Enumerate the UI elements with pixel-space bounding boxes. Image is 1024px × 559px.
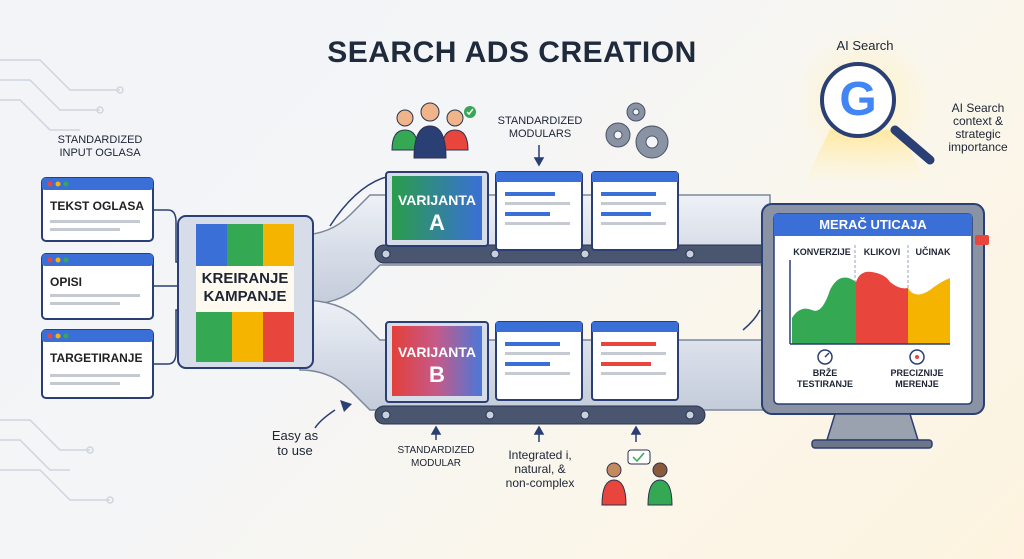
kreiranje-box: [177, 215, 314, 369]
google-g-icon: G: [839, 73, 877, 126]
module-cards-top: [495, 171, 679, 251]
easy-label: Easy as to use: [271, 428, 319, 458]
gears-icon: [605, 102, 669, 159]
variant-a-letter: A: [429, 210, 445, 235]
variant-b-card: [385, 321, 489, 403]
faster-testing-label: BRŽE TESTIRANJE: [796, 368, 853, 389]
input-card-3: [41, 329, 154, 399]
variant-a-word: VARIJANTA: [397, 192, 477, 208]
ai-search-title: AI Search: [836, 38, 894, 53]
monitor-title: MERAČ UTICAJA: [819, 217, 927, 232]
standardized-modulars-label: STANDARDIZED MODULARS: [497, 115, 583, 140]
variant-a-card: [385, 171, 489, 247]
precise-measuring-label: PRECIZNIJE MERENJE: [890, 368, 944, 389]
input-cards: [41, 177, 154, 399]
team-people-icon: [391, 102, 476, 159]
arrow-to-monitor: [742, 309, 761, 331]
input-card-2-label: OPISI: [50, 275, 83, 289]
variant-b-word: VARIJANTA: [397, 344, 477, 360]
monitor-col-1: KONVERZIJE: [793, 247, 851, 257]
ai-search-magnifier: [795, 30, 935, 180]
pointer-arrows: [430, 145, 642, 442]
input-card-3-label: TARGETIRANJE: [50, 351, 143, 365]
standardized-modular-label: STANDARDIZED MODULAR: [397, 445, 475, 469]
module-cards-bottom: [495, 321, 679, 401]
monitor-col-2: KLIKOVI: [863, 247, 901, 257]
integrated-label: Integrated i, natural, & non-complex: [505, 448, 575, 490]
input-card-2: [41, 253, 154, 320]
monitor-col-3: UČINAK: [915, 247, 951, 257]
circuit-decoration-left: [0, 59, 124, 504]
impact-monitor: [761, 203, 989, 449]
input-heading: STANDARDIZED INPUT OGLASA: [57, 134, 143, 159]
page-title: SEARCH ADS CREATION: [327, 36, 697, 69]
input-card-1-label: TEKST OGLASA: [50, 199, 145, 213]
variant-b-letter: B: [429, 362, 445, 387]
collaborating-people-icon: [601, 449, 673, 506]
kreiranje-label: KREIRANJE KAMPANJE: [201, 270, 289, 305]
ai-search-description: AI Search context & strategic importance: [948, 101, 1008, 154]
